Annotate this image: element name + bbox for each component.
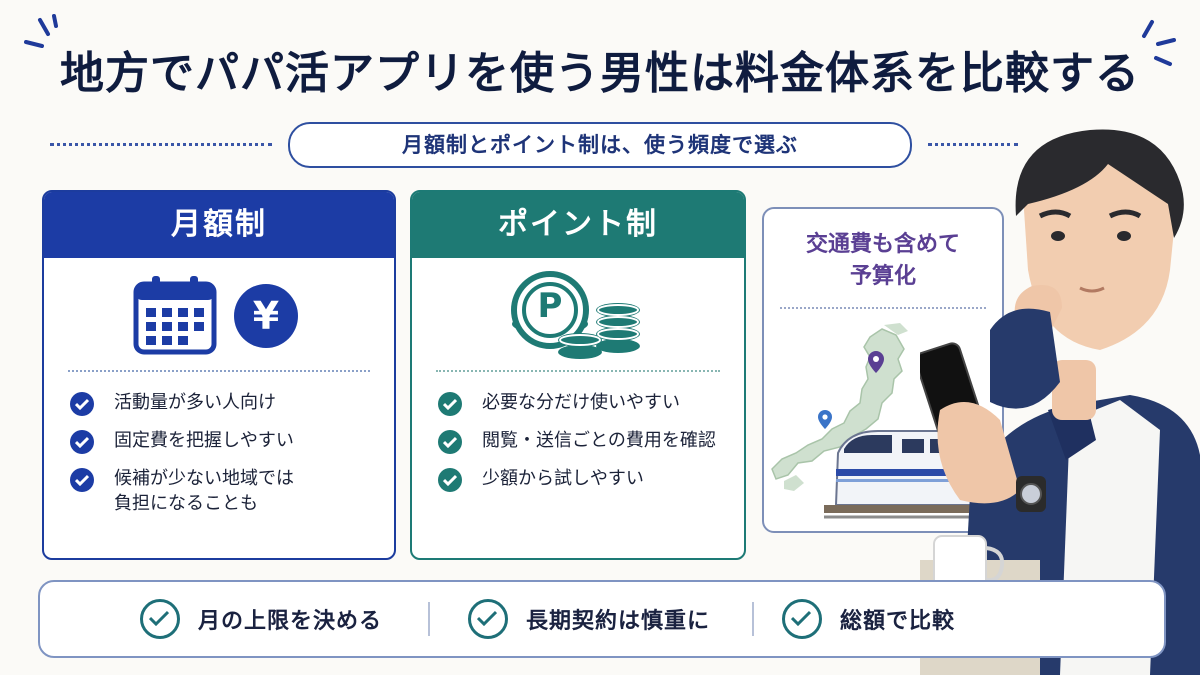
subtitle-row: 月額制とポイント制は、使う頻度で選ぶ [50,122,1018,168]
check-icon [438,392,462,416]
calendar-icon [133,276,217,355]
location-pin-icon [818,351,884,429]
sparkle-left-icon [24,14,58,48]
divider-right [928,143,1018,146]
tip-divider [428,602,430,636]
budget-title-line1: 交通費も含めて [805,232,960,257]
divider-left [50,143,272,146]
yen-coin-icon: ¥ [234,284,298,348]
monthly-features-list: 活動量が多い人向け 固定費を把握しやすい 候補が少ない地域では 負担になることも [44,390,394,516]
monthly-plan-heading: 月額制 [44,192,394,258]
point-features-list: 必要な分だけ使いやすい 閲覧・送信ごとの費用を確認 少額から試しやすい [412,390,744,492]
point-letter: P [537,286,563,326]
tip-label: 月の上限を決める [198,609,383,634]
point-separator [436,370,720,372]
budget-title: 交通費も含めて 予算化 [764,229,1002,293]
check-icon [438,430,462,454]
tip-divider [752,602,754,636]
list-item: 固定費を把握しやすい [70,428,394,454]
list-item: 閲覧・送信ごとの費用を確認 [438,428,744,454]
sparkle-right-icon [1142,20,1176,66]
point-coins-icon [511,271,640,359]
check-circle-icon [140,599,180,639]
tip-item: 月の上限を決める [140,582,382,656]
check-icon [70,392,94,416]
list-item: 候補が少ない地域では 負担になることも [70,466,394,516]
subtitle: 月額制とポイント制は、使う頻度で選ぶ [288,122,912,168]
check-icon [438,468,462,492]
tip-label: 長期契約は慎重に [526,609,711,634]
check-circle-icon [782,599,822,639]
check-icon [70,430,94,454]
point-plan-heading: ポイント制 [412,192,744,258]
monthly-icons: ¥ [44,258,394,370]
list-item: 活動量が多い人向け [70,390,394,416]
check-circle-icon [468,599,508,639]
budget-title-line2: 予算化 [849,264,916,289]
page-title: 地方でパパ活アプリを使う男性は料金体系を比較する [60,48,1140,99]
yen-symbol: ¥ [252,294,280,338]
budget-separator [780,307,986,309]
point-plan-card: ポイント制 P 必要な分だけ使いやすい 閲覧・送信ごと [410,190,746,560]
list-item: 必要な分だけ使いやすい [438,390,744,416]
tip-label: 総額で比較 [840,609,956,634]
point-icons: P [412,258,744,370]
monthly-plan-card: 月額制 ¥ 活動量が多い人向け 固定費を把握しやすい 候補が少ない地域では 負担… [42,190,396,560]
tips-bar: 月の上限を決める 長期契約は慎重に 総額で比較 [38,580,1166,658]
tip-item: 長期契約は慎重に [468,582,710,656]
tip-item: 総額で比較 [782,582,955,656]
list-item: 少額から試しやすい [438,466,744,492]
check-icon [70,468,94,492]
monthly-separator [68,370,370,372]
